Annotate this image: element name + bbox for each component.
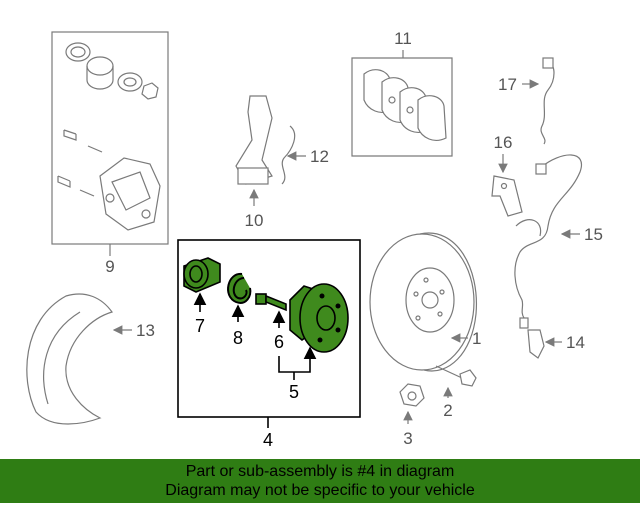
wheel-stud-part [435, 365, 463, 379]
sensor-bracket-group[interactable]: 16 [491, 133, 523, 217]
wheel-bearing-part [183, 257, 221, 293]
callout-14: 14 [566, 333, 585, 352]
callout-8: 8 [233, 328, 243, 348]
brake-pad-box [351, 57, 453, 157]
hub-bolt-part [255, 293, 287, 312]
caliper-body-part [99, 157, 161, 231]
callout-4: 4 [263, 430, 273, 450]
hub-assembly-group[interactable]: 7 8 6 5 4 [177, 239, 361, 450]
dust-boot-part [117, 72, 143, 92]
lug-nut-part [399, 383, 425, 407]
bleeder-part [141, 82, 159, 100]
lug-nut-group[interactable]: 3 [399, 383, 425, 448]
rotor-group[interactable]: 1 [369, 232, 481, 372]
callout-5: 5 [289, 382, 299, 402]
info-banner: Part or sub-assembly is #4 in diagram Di… [0, 459, 640, 503]
speed-sensor-group[interactable]: 14 [527, 329, 585, 359]
wheel-hub-part [289, 283, 349, 353]
banner-line-2: Diagram may not be specific to your vehi… [165, 482, 475, 499]
wheel-stud-group[interactable]: 2 [435, 365, 477, 420]
caliper-kit-group[interactable]: 9 [51, 31, 169, 276]
callout-16: 16 [494, 133, 513, 152]
callout-1: 1 [472, 329, 481, 348]
wear-sensor-group[interactable]: 17 [498, 57, 555, 145]
dust-shield-group[interactable]: 13 [26, 293, 155, 425]
callout-17: 17 [498, 75, 517, 94]
piston-part [86, 56, 114, 76]
abs-harness-part [514, 154, 583, 319]
callout-10: 10 [245, 211, 264, 230]
callout-13: 13 [136, 321, 155, 340]
snap-ring-part [227, 272, 252, 304]
speed-sensor-part [527, 329, 545, 359]
abs-harness-group[interactable]: 15 [514, 154, 603, 329]
wear-sensor-part [540, 61, 555, 145]
banner-line-1: Part or sub-assembly is #4 in diagram [185, 463, 455, 480]
callout-15: 15 [584, 225, 603, 244]
anti-rattle-spring-part [281, 125, 296, 185]
callout-7: 7 [195, 316, 205, 336]
callout-6: 6 [274, 332, 284, 352]
callout-11: 11 [394, 29, 412, 48]
callout-2: 2 [443, 401, 452, 420]
piston-seal-part [65, 42, 91, 62]
dust-shield-part [26, 293, 113, 425]
brake-pad-group[interactable]: 11 [351, 29, 453, 157]
guide-pin-part [63, 129, 77, 141]
callout-3: 3 [403, 429, 412, 448]
callout-9: 9 [105, 257, 114, 276]
callout-12: 12 [310, 147, 329, 166]
bracket-group[interactable]: 12 10 [235, 95, 329, 230]
sensor-bracket-part [491, 175, 523, 217]
